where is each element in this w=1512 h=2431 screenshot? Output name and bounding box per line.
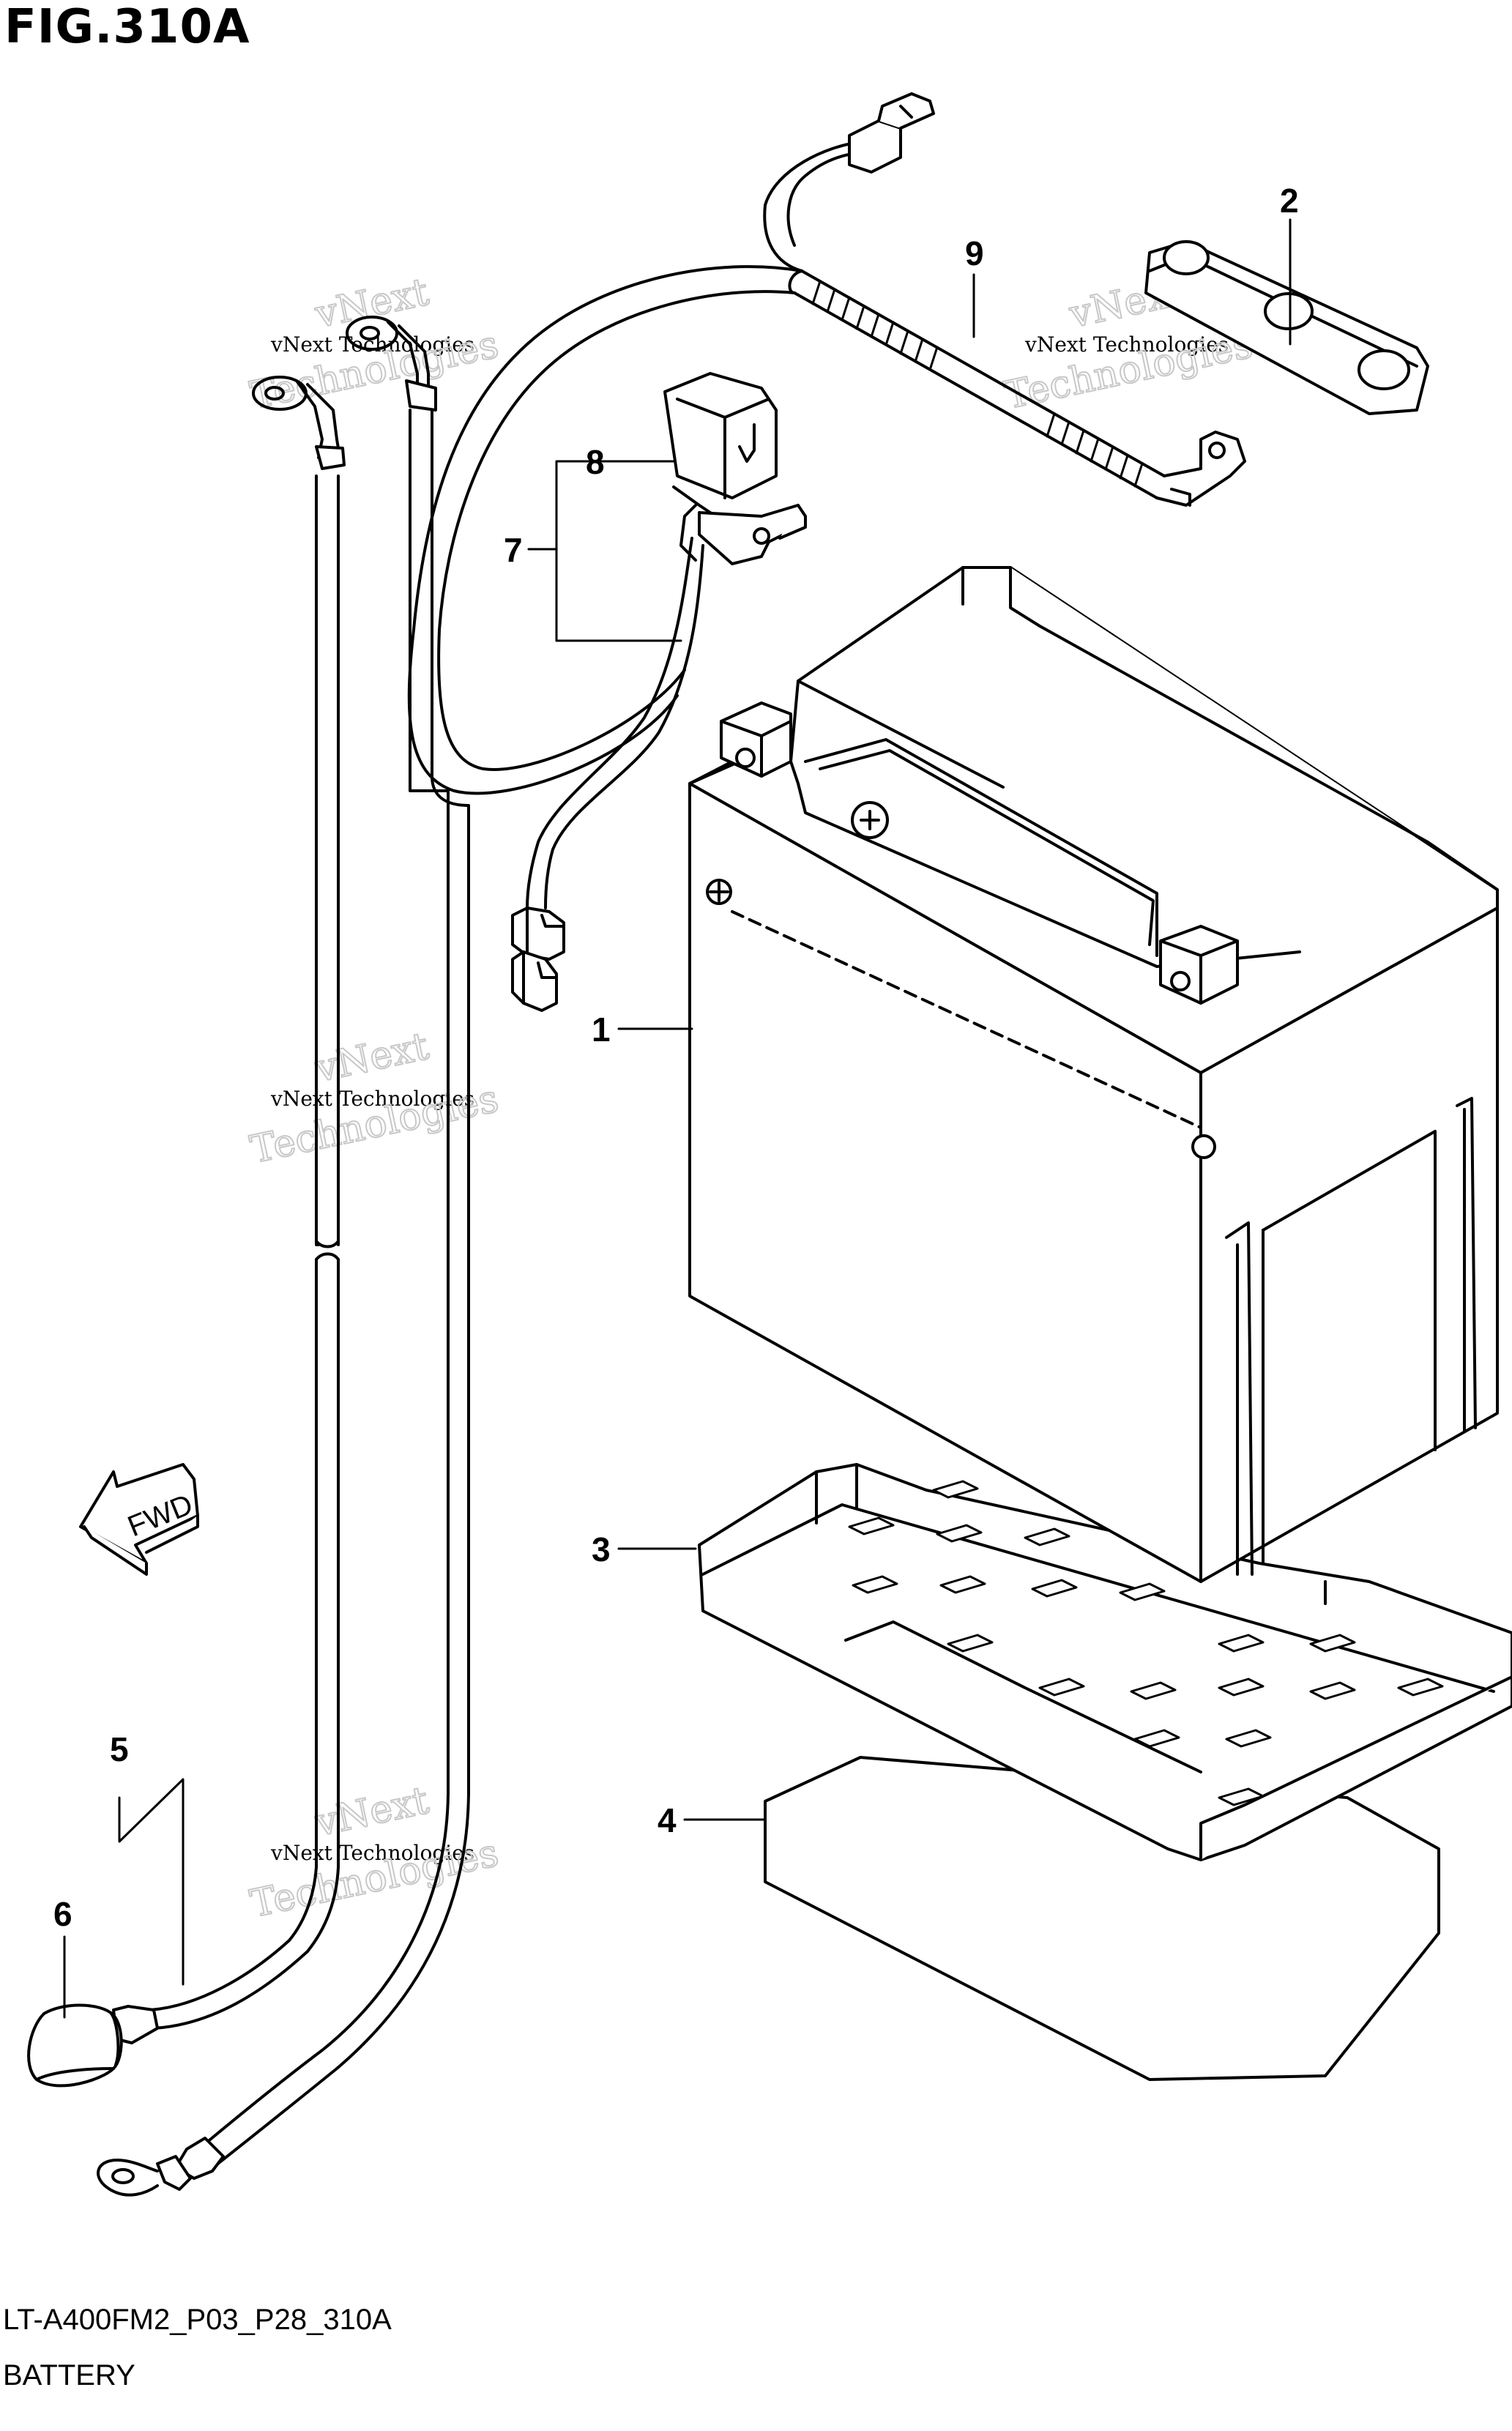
figure-title: FIG.310A <box>4 0 250 54</box>
watermark: vNext Technologies Technologies vNext <box>246 269 503 419</box>
tray-slots <box>848 1480 1444 1806</box>
watermark-text: vNext <box>311 1024 433 1091</box>
callout-2: 2 <box>1280 182 1299 220</box>
callout-1: 1 <box>592 1010 611 1049</box>
part-8-relay <box>663 372 778 529</box>
part-7-relay-bracket <box>679 504 807 565</box>
ground-cable <box>27 376 346 2088</box>
watermark-text: vNext Technologies <box>1024 332 1229 357</box>
figure-code: LT-A400FM2_P03_P28_310A <box>3 2304 392 2336</box>
watermark-text: vNext Technologies <box>270 332 474 357</box>
callout-7: 7 <box>504 531 523 569</box>
callout-5: 5 <box>110 1730 129 1768</box>
callout-6: 6 <box>53 1895 72 1933</box>
callout-3: 3 <box>592 1530 611 1568</box>
callout-8: 8 <box>586 443 605 481</box>
battery-cable <box>97 316 470 2197</box>
watermark-text: vNext Technologies <box>270 1087 474 1111</box>
watermark: vNext Technologies Technologies vNext <box>246 1024 503 1173</box>
relay-wires <box>511 537 704 1012</box>
leader-lines <box>63 218 1292 2019</box>
callouts: 1 2 3 4 5 6 7 8 9 <box>53 182 1299 1933</box>
callout-4: 4 <box>658 1801 677 1839</box>
part-3-battery-tray <box>698 1463 1512 1861</box>
fwd-arrow: FWD <box>79 1463 199 1576</box>
part-1-battery <box>688 566 1499 1583</box>
callout-9: 9 <box>965 234 984 272</box>
figure-caption: BATTERY <box>3 2359 135 2391</box>
watermark-text: vNext <box>311 1779 433 1845</box>
part-9-fuse-harness <box>407 92 1246 795</box>
part-2-cover <box>1144 240 1429 415</box>
